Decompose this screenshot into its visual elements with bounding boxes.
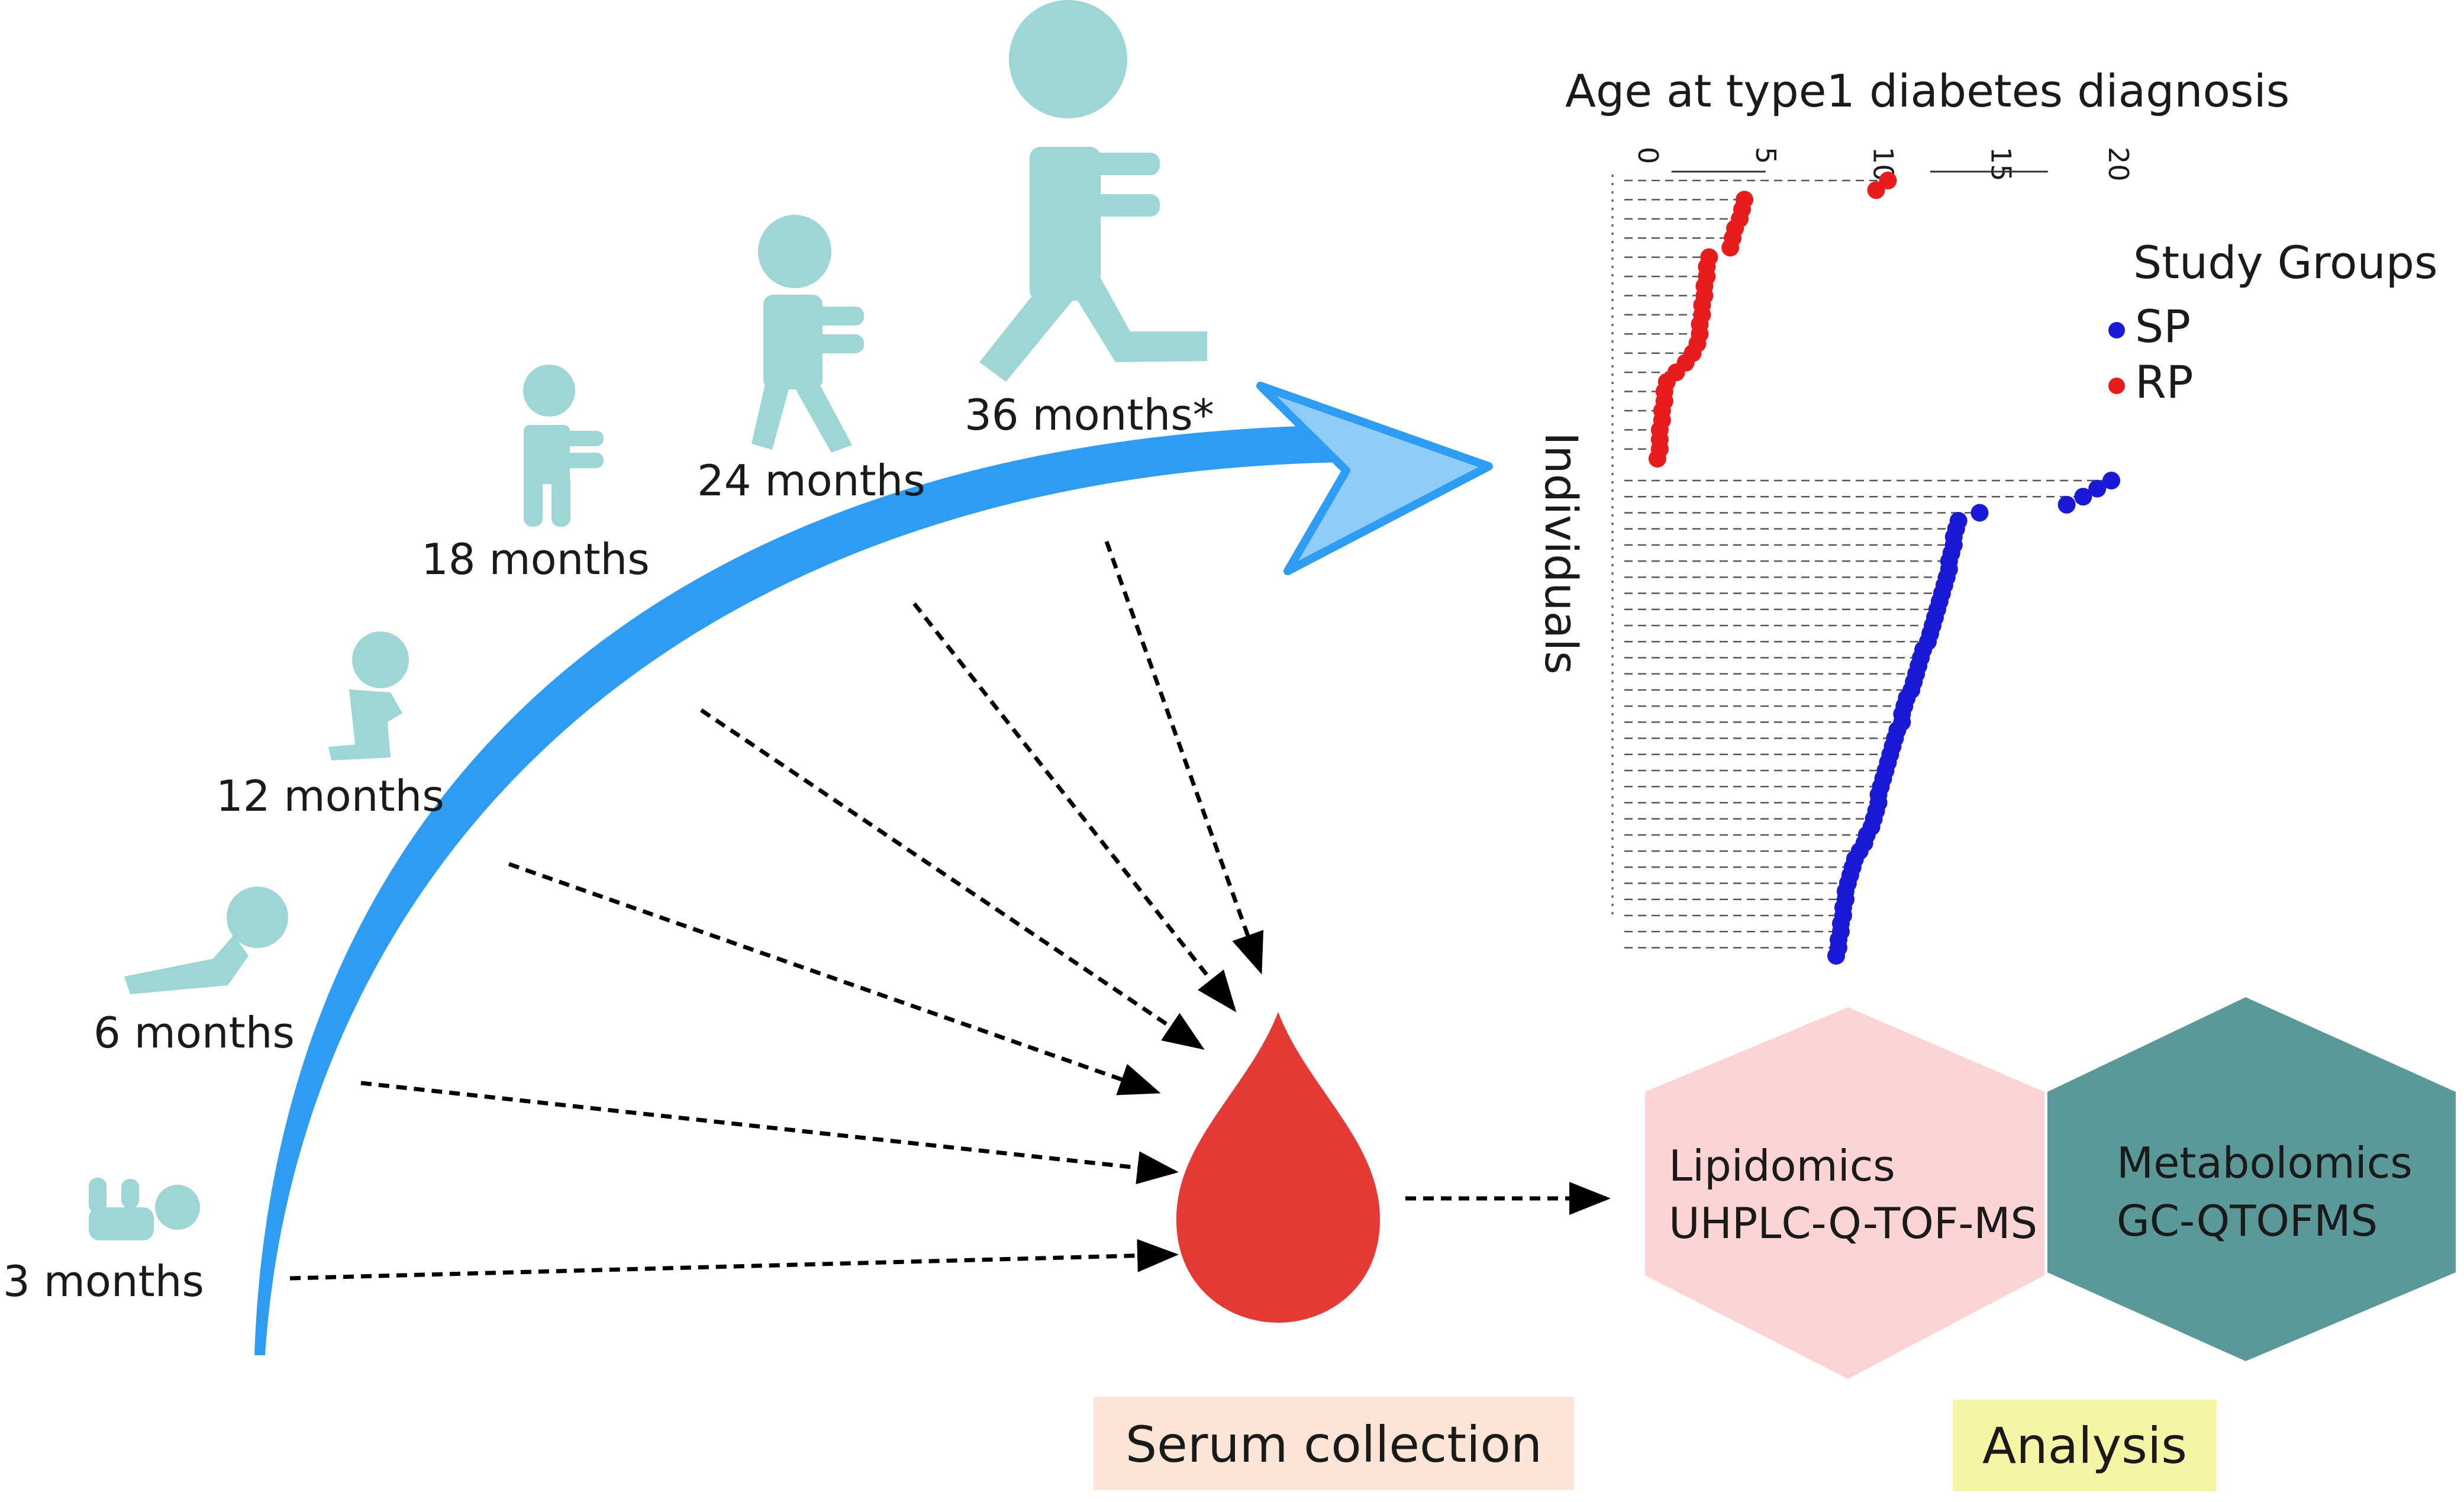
infant-3-months-icon — [89, 1178, 200, 1240]
sampling-arrows — [289, 540, 1611, 1281]
metabolomics-hexagon — [2047, 997, 2456, 1361]
timepoint-label-3: 3 months — [3, 1256, 204, 1306]
data-point-sp — [1970, 504, 1989, 522]
data-point-sp — [2102, 472, 2121, 489]
lipidomics-method: UHPLC-Q-TOF-MS — [1669, 1198, 2037, 1248]
legend-marker-rp — [2108, 378, 2125, 394]
legend-label-rp: RP — [2135, 356, 2194, 408]
x-tick-label: 5 — [1750, 147, 1782, 164]
analysis-label-background — [1953, 1400, 2217, 1491]
timepoint-label-24: 24 months — [697, 456, 925, 505]
legend-marker-sp — [2108, 322, 2125, 339]
x-tick-label: 15 — [1985, 147, 2017, 182]
timeline-arrow-head — [1256, 382, 1493, 575]
analysis-label: Analysis — [1982, 1417, 2187, 1475]
child-24-months-icon — [752, 215, 864, 453]
dashed-guides — [1624, 179, 2105, 949]
timepoint-label-6: 6 months — [93, 1008, 295, 1058]
child-18-months-icon — [523, 365, 604, 527]
serum-collection-label: Serum collection — [1125, 1416, 1542, 1474]
metabolomics-method: GC-QTOFMS — [2117, 1196, 2378, 1246]
x-tick-label: 0 — [1632, 147, 1664, 164]
legend-label-sp: SP — [2135, 300, 2191, 353]
infant-12-months-icon — [328, 631, 409, 760]
blood-drop-icon — [1176, 1012, 1381, 1323]
data-point-sp — [2088, 479, 2107, 498]
data-point-sp — [2057, 495, 2076, 514]
data-point-rp — [1721, 238, 1740, 257]
lipidomics-label: Lipidomics — [1669, 1141, 1895, 1191]
serum-label-background — [1094, 1397, 1574, 1490]
timepoint-label-36: 36 months* — [965, 390, 1214, 440]
chart-title: Age at type1 diabetes diagnosis — [1565, 65, 2289, 117]
x-tick-label: 20 — [2102, 147, 2134, 182]
data-point-rp — [1867, 181, 1885, 199]
sp-series — [1827, 472, 2121, 965]
child-36-months-icon — [979, 0, 1207, 382]
metabolomics-label: Metabolomics — [2117, 1138, 2413, 1188]
data-point-sp — [2074, 488, 2092, 506]
data-point-rp — [1648, 450, 1666, 468]
infant-6-months-icon — [124, 887, 288, 994]
data-point-rp — [1879, 172, 1897, 189]
timepoint-label-18: 18 months — [421, 534, 650, 584]
y-axis-label: Individuals — [1535, 432, 1588, 675]
rp-series — [1648, 172, 1897, 468]
legend-title: Study Groups — [2133, 236, 2438, 289]
lipidomics-hexagon — [1645, 1007, 2044, 1379]
data-point-sp — [1827, 947, 1845, 965]
timepoint-label-12: 12 months — [216, 771, 444, 821]
